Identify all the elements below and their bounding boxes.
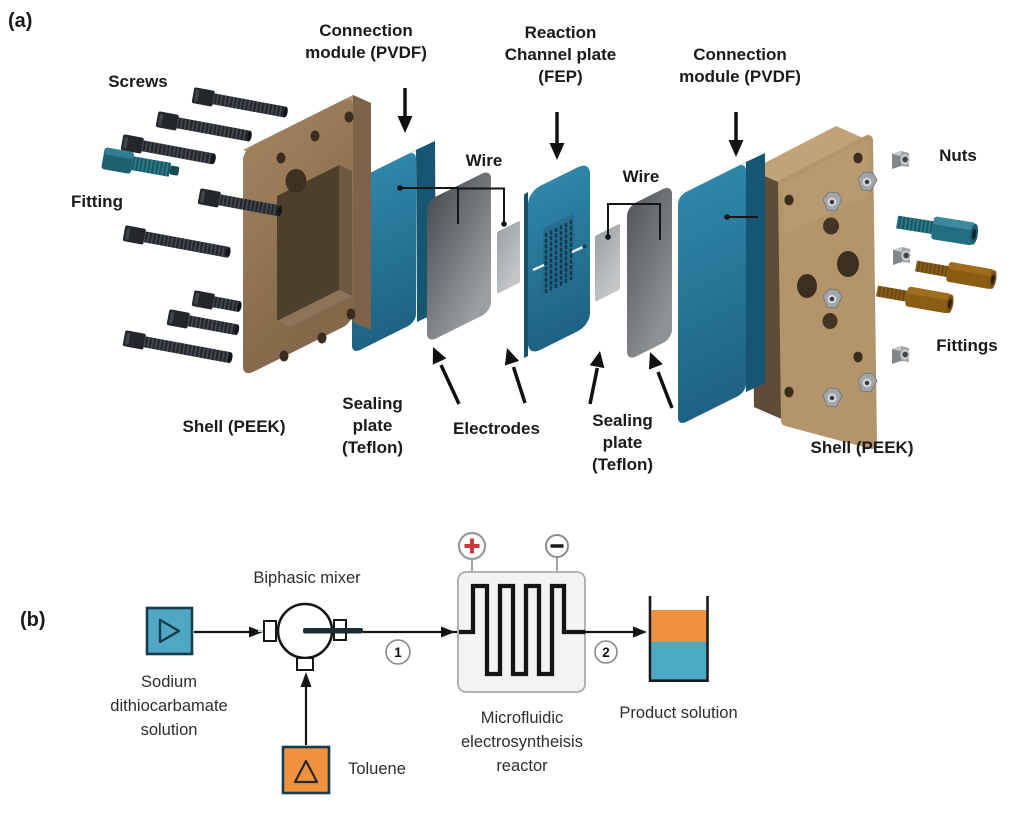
label-fitting: Fitting bbox=[71, 192, 123, 211]
positive-terminal-icon bbox=[457, 531, 487, 561]
label-nuts: Nuts bbox=[939, 146, 977, 165]
negative-terminal-icon bbox=[545, 534, 569, 558]
label-connection-module-left: Connection module (PVDF) bbox=[305, 21, 427, 62]
reaction-channel-plate bbox=[524, 165, 590, 358]
label-screws: Screws bbox=[108, 72, 168, 91]
fitting-teal-left bbox=[101, 147, 180, 177]
fitting-teal-right bbox=[895, 215, 979, 246]
label-microfluidic-reactor: Microfluidic electrosyntheisis reactor bbox=[461, 709, 583, 775]
label-wire-right: Wire bbox=[622, 167, 660, 186]
shell-right-peek bbox=[751, 126, 878, 449]
label-biphasic-mixer: Biphasic mixer bbox=[253, 569, 361, 587]
label-wire-left: Wire bbox=[465, 151, 503, 170]
label-shell-right: Shell (PEEK) bbox=[810, 438, 914, 457]
biphasic-mixer bbox=[258, 602, 363, 671]
label-fittings: Fittings bbox=[936, 336, 998, 355]
fitting-brown-2 bbox=[876, 285, 954, 314]
callout-arrows bbox=[397, 88, 744, 409]
sealing-plate-right bbox=[627, 187, 672, 358]
svg-text:1: 1 bbox=[394, 645, 402, 660]
label-toluene: Toluene bbox=[348, 760, 406, 778]
flow-marker-1: 1 bbox=[385, 639, 411, 665]
sealing-plate-left bbox=[427, 172, 491, 340]
label-sealing-plate-left: Sealing plate (Teflon) bbox=[341, 394, 404, 457]
toluene-icon bbox=[293, 759, 319, 784]
nuts-flying bbox=[891, 150, 912, 365]
mixer-needle-icon bbox=[303, 628, 363, 634]
label-product-solution: Product solution bbox=[619, 704, 738, 722]
label-sodium-dithiocarbamate: Sodium dithiocarbamate solution bbox=[110, 673, 228, 739]
label-electrodes: Electrodes bbox=[453, 419, 540, 438]
reactor-serpentine-icon bbox=[459, 583, 585, 677]
label-shell-left: Shell (PEEK) bbox=[182, 417, 286, 436]
flow-marker-2: 2 bbox=[594, 640, 618, 664]
svg-text:2: 2 bbox=[602, 645, 610, 660]
flow-arrow-1 bbox=[194, 626, 263, 638]
product-beaker bbox=[648, 596, 709, 682]
label-sealing-plate-right: Sealing plate (Teflon) bbox=[591, 411, 654, 474]
label-connection-module-right: Connection module (PVDF) bbox=[679, 45, 801, 86]
electrode-left bbox=[497, 221, 520, 294]
flow-arrow-3 bbox=[585, 626, 647, 638]
fitting-brown-1 bbox=[915, 260, 997, 289]
microfluidic-reactor bbox=[457, 531, 586, 693]
serpentine-channel-icon bbox=[544, 220, 573, 293]
panel-a-tag: (a) bbox=[8, 10, 33, 32]
electrode-right bbox=[595, 224, 620, 302]
pump-feed-a bbox=[145, 606, 194, 656]
connection-module-right bbox=[678, 153, 765, 423]
pump-icon bbox=[158, 618, 181, 644]
flow-arrow-2 bbox=[363, 626, 458, 638]
panel-b-tag: (b) bbox=[20, 609, 46, 631]
screws-group bbox=[120, 87, 288, 364]
wire-left bbox=[397, 185, 507, 227]
wire-right bbox=[605, 203, 661, 240]
shell-left-peek bbox=[243, 95, 371, 374]
label-reaction-channel-plate: Reaction Channel plate (FEP) bbox=[504, 23, 617, 86]
toluene-feed bbox=[281, 672, 331, 795]
